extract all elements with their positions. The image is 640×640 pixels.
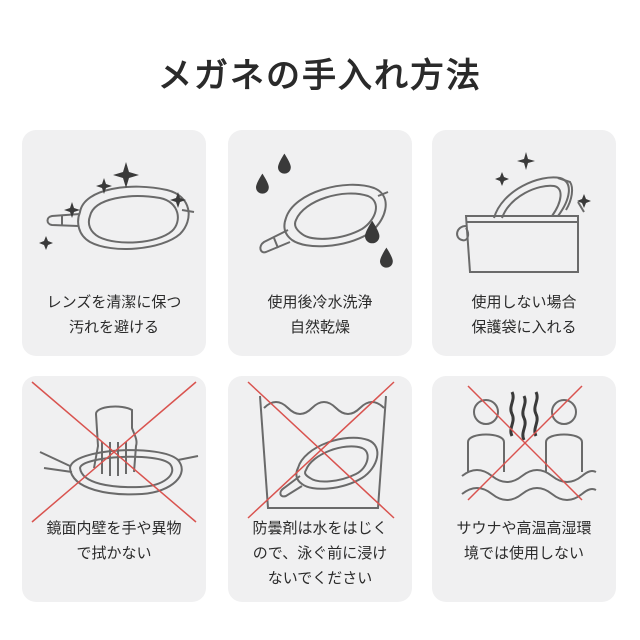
care-card-no-sauna: サウナや高温高湿環 境では使用しない — [432, 376, 616, 602]
goggle-sparkle-icon — [39, 162, 195, 250]
no-touch-lens-icon — [39, 405, 199, 496]
caption-line: で拭かない — [76, 544, 152, 562]
card-caption: レンズを清潔に保つ 汚れを避ける — [28, 290, 200, 340]
card-caption: 防曇剤は水をはじく ので、泳ぐ前に浸け ないでください — [234, 516, 406, 591]
caption-line: 境では使用しない — [463, 544, 584, 562]
caption-line: 防曇剤は水をはじく — [252, 519, 388, 537]
card-caption: 使用しない場合 保護袋に入れる — [438, 290, 610, 340]
card-caption: 鏡面内壁を手や異物 で拭かない — [28, 516, 200, 566]
care-card-rinse: 使用後冷水洗浄 自然乾燥 — [228, 130, 412, 356]
care-card-keep-clean: レンズを清潔に保つ 汚れを避ける — [22, 130, 206, 356]
care-card-no-wipe: 鏡面内壁を手や異物 で拭かない — [22, 376, 206, 602]
caption-line: ので、泳ぐ前に浸け — [252, 544, 388, 562]
caption-line: 自然乾燥 — [289, 318, 350, 336]
no-water-soak-icon — [259, 395, 387, 509]
card-caption: サウナや高温高湿環 境では使用しない — [438, 516, 610, 566]
caption-line: 保護袋に入れる — [471, 318, 577, 336]
page-title: メガネの手入れ方法 — [158, 56, 482, 96]
prohibited-mark — [31, 381, 197, 523]
caption-line: 汚れを避ける — [68, 318, 159, 336]
prohibited-mark — [247, 381, 395, 519]
caption-line: サウナや高温高湿環 — [456, 519, 592, 537]
goggle-water-drops-icon — [256, 153, 393, 268]
caption-line: 使用後冷水洗浄 — [267, 293, 373, 311]
caption-line: 鏡面内壁を手や異物 — [46, 519, 182, 537]
caption-line: レンズを清潔に保つ — [46, 293, 182, 311]
caption-line: ないでください — [267, 569, 373, 587]
card-caption: 使用後冷水洗浄 自然乾燥 — [234, 290, 406, 340]
goggle-pouch-icon — [456, 152, 591, 273]
care-card-no-soak: 防曇剤は水をはじく ので、泳ぐ前に浸け ないでください — [228, 376, 412, 602]
care-card-store-pouch: 使用しない場合 保護袋に入れる — [432, 130, 616, 356]
no-sauna-icon — [461, 391, 597, 501]
caption-line: 使用しない場合 — [471, 293, 577, 311]
prohibited-mark — [467, 385, 583, 501]
